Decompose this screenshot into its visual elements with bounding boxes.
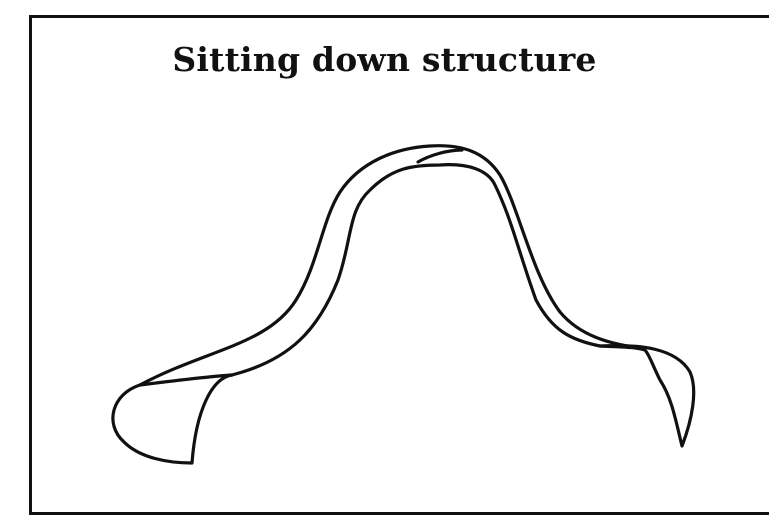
outer-contour <box>140 146 640 385</box>
sitting-down-structure-drawing <box>0 0 769 495</box>
top-crease <box>418 150 462 162</box>
right-flap <box>600 346 694 446</box>
left-flap <box>113 375 232 463</box>
